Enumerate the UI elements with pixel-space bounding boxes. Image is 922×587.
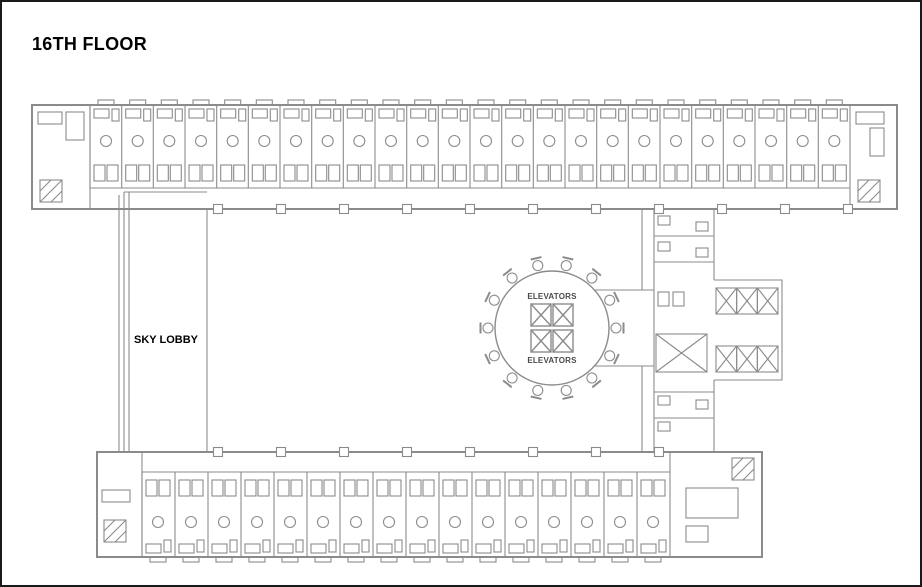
right-wing [653,209,783,452]
floor-title: 16TH FLOOR [32,34,147,54]
plan-repeated-elements [39,99,881,563]
elevators-label-top: ELEVATORS [527,292,577,301]
courtyard [594,209,654,452]
sky-lobby-label: SKY LOBBY [134,334,199,346]
elevator-lounge-circle [494,270,610,386]
plan-walls [31,104,898,558]
sky-lobby [118,191,208,452]
elevators-label-bottom: ELEVATORS [527,356,577,365]
